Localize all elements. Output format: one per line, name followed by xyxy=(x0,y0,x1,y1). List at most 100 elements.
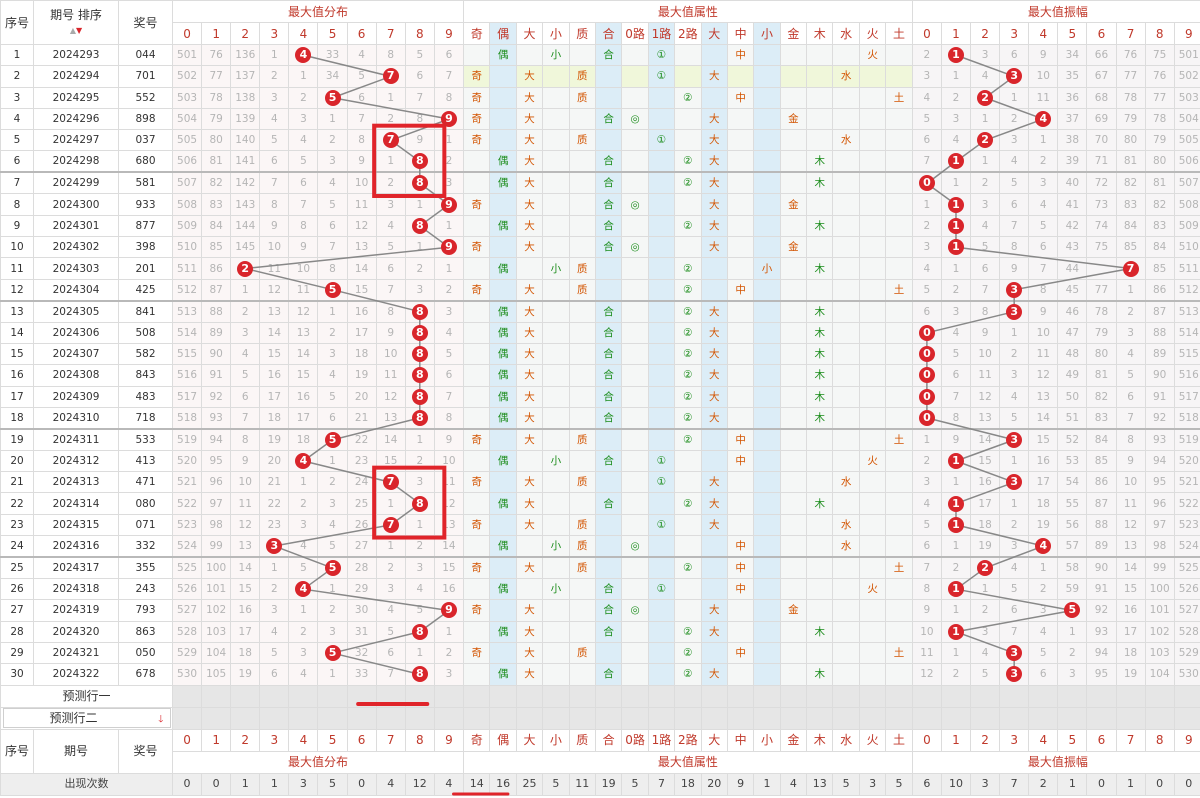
prediction-cell[interactable] xyxy=(832,684,860,708)
prediction-cell[interactable] xyxy=(674,706,702,730)
prediction-cell[interactable] xyxy=(700,684,728,708)
prediction-cell[interactable] xyxy=(404,684,435,708)
sort-desc-icon[interactable]: ▼ xyxy=(76,25,83,35)
attr-cell xyxy=(463,150,491,173)
prediction-cell[interactable] xyxy=(1173,684,1200,708)
prediction-cell[interactable] xyxy=(201,684,232,708)
row-issue: 2024299 xyxy=(33,171,119,195)
prediction-cell[interactable] xyxy=(911,684,942,708)
prediction-cell[interactable] xyxy=(568,684,596,708)
prediction-cell[interactable] xyxy=(1115,684,1146,708)
prediction-cell[interactable] xyxy=(970,684,1001,708)
prediction-cell[interactable] xyxy=(375,684,406,708)
prediction-cell[interactable] xyxy=(259,706,290,730)
prediction-cell[interactable] xyxy=(753,684,781,708)
prediction-cell[interactable] xyxy=(911,706,942,730)
sort-asc-icon[interactable]: ▲ xyxy=(69,25,76,35)
prediction-cell[interactable] xyxy=(542,684,570,708)
prediction-cell[interactable] xyxy=(970,706,1001,730)
prediction-cell[interactable] xyxy=(201,706,232,730)
prediction-cell[interactable] xyxy=(1115,706,1146,730)
prediction-cell[interactable] xyxy=(463,684,491,708)
prediction-cell[interactable] xyxy=(1028,684,1059,708)
prediction-cell[interactable] xyxy=(621,684,649,708)
attr-cell xyxy=(832,150,860,173)
sort-header[interactable]: 排序 xyxy=(77,7,102,22)
amp-cell: 82 xyxy=(1086,385,1117,408)
prediction-cell[interactable] xyxy=(1144,706,1175,730)
prediction-cell[interactable] xyxy=(1173,706,1200,730)
prediction-cell[interactable] xyxy=(1028,706,1059,730)
dist-cell: 5 xyxy=(317,427,348,451)
prediction-cell[interactable] xyxy=(568,706,596,730)
prediction-cell[interactable] xyxy=(753,706,781,730)
prediction-cell[interactable] xyxy=(1057,706,1088,730)
prediction-cell[interactable] xyxy=(594,684,623,708)
prediction-cell[interactable] xyxy=(404,706,435,730)
amp-cell: 77 xyxy=(1086,278,1117,302)
prediction-cell[interactable] xyxy=(621,706,649,730)
prediction-cell[interactable] xyxy=(858,706,887,730)
prediction-cell[interactable] xyxy=(647,684,676,708)
prediction-cell[interactable] xyxy=(489,706,517,730)
prediction-cell[interactable] xyxy=(858,684,887,708)
amp-cell: 1 xyxy=(940,43,972,67)
attr-cell: 小 xyxy=(753,257,781,280)
prediction-cell[interactable] xyxy=(1086,706,1117,730)
prediction-cell[interactable] xyxy=(346,684,377,708)
prediction-cell[interactable] xyxy=(463,706,491,730)
prediction-cell[interactable] xyxy=(171,684,203,708)
prediction-cell[interactable] xyxy=(1057,684,1088,708)
prediction-cell[interactable] xyxy=(171,706,203,730)
row-prize: 898 xyxy=(118,107,173,131)
amp-cell: 48 xyxy=(1057,342,1088,366)
arrow-down-icon[interactable]: 🡓 xyxy=(158,714,164,726)
attr-cell: 偶 xyxy=(489,43,517,67)
prediction-cell[interactable] xyxy=(1144,684,1175,708)
prediction-cell[interactable] xyxy=(230,706,261,730)
issue-sort-header[interactable]: 期号 排序 ▲▼ xyxy=(33,0,119,45)
dist-cell: 10 xyxy=(230,471,261,494)
prediction-cell[interactable] xyxy=(647,706,676,730)
prediction-cell[interactable] xyxy=(940,706,972,730)
prediction-cell[interactable] xyxy=(806,706,834,730)
prediction-cell[interactable] xyxy=(832,706,860,730)
dist-ball: 8 xyxy=(411,153,428,170)
prediction-cell[interactable] xyxy=(940,684,972,708)
prediction-cell[interactable] xyxy=(515,684,544,708)
prediction-cell[interactable] xyxy=(317,706,348,730)
prediction-cell[interactable] xyxy=(726,684,755,708)
prediction-cell[interactable] xyxy=(779,684,808,708)
row-issue: 2024307 xyxy=(33,342,119,366)
attr-cell: 大 xyxy=(700,599,728,622)
prediction-cell[interactable] xyxy=(726,706,755,730)
prediction-cell[interactable] xyxy=(230,684,261,708)
prediction-cell[interactable] xyxy=(885,706,913,730)
amp-cell: 510 xyxy=(1173,236,1200,259)
prediction-cell[interactable] xyxy=(999,706,1030,730)
prediction-cell[interactable] xyxy=(489,684,517,708)
prediction-cell[interactable] xyxy=(674,684,702,708)
prediction-cell[interactable] xyxy=(700,706,728,730)
prediction-cell[interactable] xyxy=(346,706,377,730)
prediction-label-1[interactable]: 预测行一 xyxy=(0,684,173,708)
prediction-cell[interactable] xyxy=(375,706,406,730)
prediction-cell[interactable] xyxy=(259,684,290,708)
prediction-cell[interactable] xyxy=(594,706,623,730)
prediction-cell[interactable] xyxy=(433,706,465,730)
prediction-cell[interactable] xyxy=(542,706,570,730)
prediction-dropdown[interactable]: 预测行二🡓 xyxy=(2,708,171,729)
amp-cell: 3 xyxy=(999,278,1030,302)
prediction-cell[interactable] xyxy=(806,684,834,708)
prediction-cell[interactable] xyxy=(515,706,544,730)
prediction-cell[interactable] xyxy=(1086,684,1117,708)
prediction-cell[interactable] xyxy=(999,684,1030,708)
prediction-cell[interactable] xyxy=(433,684,465,708)
prediction-cell[interactable] xyxy=(779,706,808,730)
prediction-select[interactable]: 预测行二🡓 xyxy=(0,706,173,730)
prediction-cell[interactable] xyxy=(885,684,913,708)
prediction-cell[interactable] xyxy=(317,684,348,708)
attr-cell xyxy=(832,385,860,408)
prediction-cell[interactable] xyxy=(288,684,319,708)
prediction-cell[interactable] xyxy=(288,706,319,730)
